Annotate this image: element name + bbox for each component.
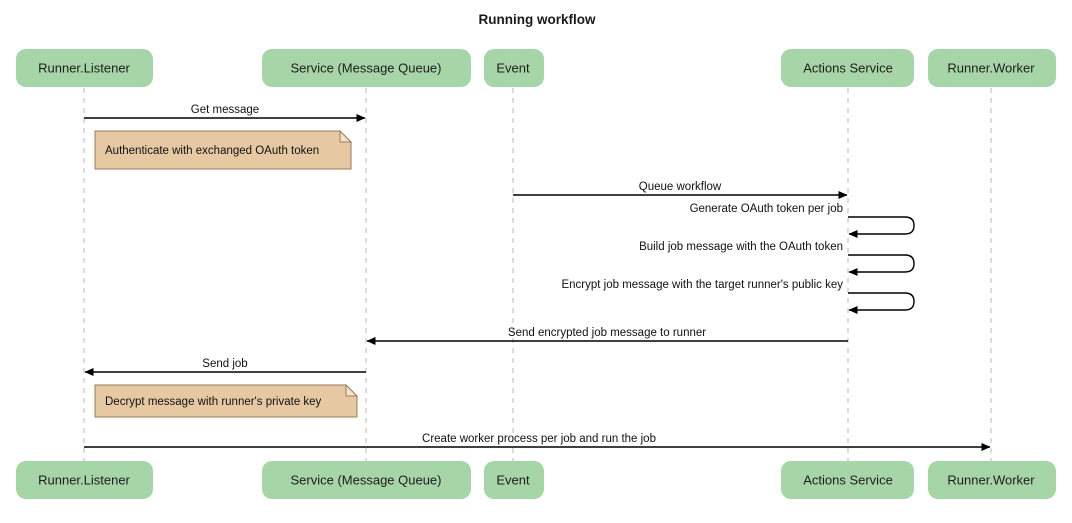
page-title: Running workflow bbox=[479, 12, 596, 27]
message-label: Encrypt job message with the target runn… bbox=[561, 279, 843, 291]
participant-service-message-queue-top[interactable]: Service (Message Queue) bbox=[262, 49, 471, 87]
message-queue-workflow[interactable]: Queue workflow bbox=[513, 181, 848, 199]
participant-box bbox=[484, 49, 544, 87]
note-decrypt-message-with-runners-private-key: Decrypt message with runner's private ke… bbox=[94, 383, 359, 418]
participant-label: Service (Message Queue) bbox=[290, 60, 441, 75]
participant-box bbox=[928, 49, 1056, 87]
participant-box bbox=[928, 461, 1056, 499]
note-label: Decrypt message with runner's private ke… bbox=[105, 396, 322, 408]
message-send-job[interactable]: Send job bbox=[84, 358, 366, 376]
participant-box bbox=[781, 461, 914, 499]
participant-runner-worker-top[interactable]: Runner.Worker bbox=[928, 49, 1056, 87]
participant-event-top[interactable]: Event bbox=[484, 49, 544, 87]
note-fold-corner-icon bbox=[345, 383, 359, 397]
message-get-message[interactable]: Get message bbox=[84, 104, 366, 122]
participant-box bbox=[781, 49, 914, 87]
participant-box bbox=[484, 461, 544, 499]
participant-box bbox=[262, 49, 471, 87]
message-label: Get message bbox=[191, 104, 259, 116]
participant-label: Service (Message Queue) bbox=[290, 472, 441, 487]
message-label: Queue workflow bbox=[639, 181, 722, 193]
participant-label: Runner.Worker bbox=[947, 472, 1035, 487]
participant-box bbox=[16, 461, 153, 499]
note-authenticate-with-exchanged-oauth-token: Authenticate with exchanged OAuth token bbox=[94, 129, 353, 170]
participant-service-message-queue-bottom[interactable]: Service (Message Queue) bbox=[262, 461, 471, 499]
participant-event-bottom[interactable]: Event bbox=[484, 461, 544, 499]
participant-runner-worker-bottom[interactable]: Runner.Worker bbox=[928, 461, 1056, 499]
message-label: Create worker process per job and run th… bbox=[422, 433, 656, 445]
message-send-encrypted-job-message-to-runner[interactable]: Send encrypted job message to runner bbox=[366, 327, 848, 345]
participant-label: Event bbox=[496, 472, 530, 487]
message-label: Send encrypted job message to runner bbox=[508, 327, 706, 339]
note-body bbox=[94, 384, 358, 418]
participant-label: Runner.Worker bbox=[947, 60, 1035, 75]
message-label: Build job message with the OAuth token bbox=[639, 241, 843, 253]
participant-box bbox=[262, 461, 471, 499]
lifelines-layer bbox=[83, 88, 992, 461]
message-encrypt-job-message-with-the-target-runners-public-key[interactable]: Encrypt job message with the target runn… bbox=[561, 279, 915, 314]
participant-label: Event bbox=[496, 60, 530, 75]
participant-runner-listener-bottom[interactable]: Runner.Listener bbox=[16, 461, 153, 499]
message-label: Generate OAuth token per job bbox=[690, 203, 843, 215]
participant-runner-listener-top[interactable]: Runner.Listener bbox=[16, 49, 153, 87]
self-loop-arrow bbox=[848, 216, 915, 238]
participant-box bbox=[16, 49, 153, 87]
message-label: Send job bbox=[202, 358, 247, 370]
message-generate-oauth-token-per-job[interactable]: Generate OAuth token per job bbox=[690, 203, 915, 238]
self-loop-arrow bbox=[848, 292, 915, 314]
message-build-job-message-with-the-oauth-token[interactable]: Build job message with the OAuth token bbox=[639, 241, 915, 276]
notes-layer: Authenticate with exchanged OAuth tokenD… bbox=[94, 129, 359, 418]
participant-label: Actions Service bbox=[803, 472, 893, 487]
participant-label: Runner.Listener bbox=[38, 472, 130, 487]
participant-actions-service-bottom[interactable]: Actions Service bbox=[781, 461, 914, 499]
note-fold-corner-icon bbox=[339, 129, 353, 143]
note-body bbox=[94, 130, 352, 170]
participant-label: Runner.Listener bbox=[38, 60, 130, 75]
participant-actions-service-top[interactable]: Actions Service bbox=[781, 49, 914, 87]
participant-label: Actions Service bbox=[803, 60, 893, 75]
self-loop-arrow bbox=[848, 254, 915, 276]
note-label: Authenticate with exchanged OAuth token bbox=[105, 145, 319, 157]
message-create-worker-process-per-job-and-run-the-job[interactable]: Create worker process per job and run th… bbox=[84, 433, 991, 451]
